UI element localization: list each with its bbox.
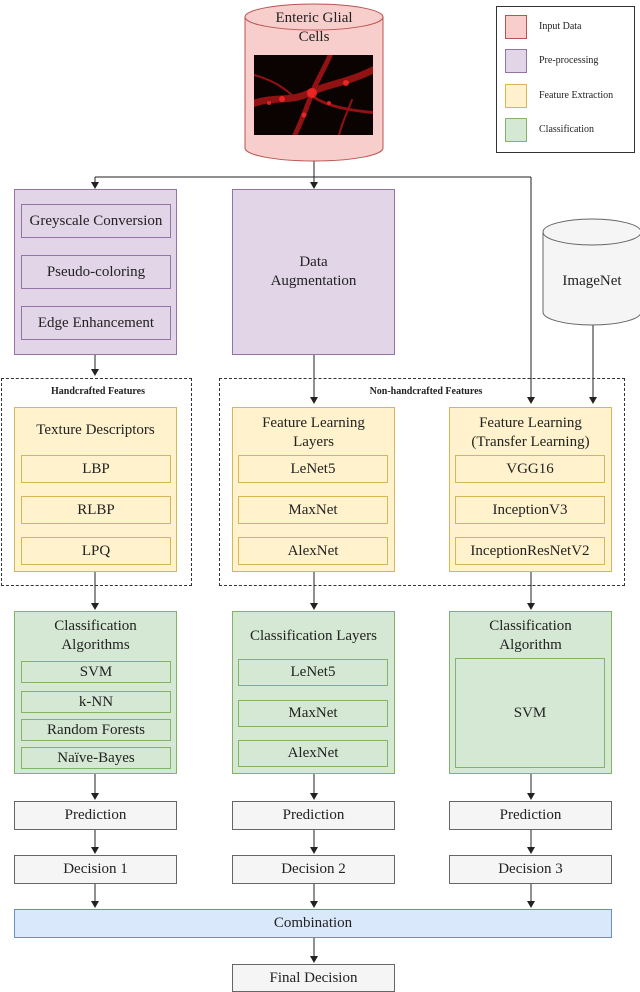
feature-learning-layers-title: Feature Learning Layers [262,415,365,450]
maxnet-class-item: MaxNet [238,700,388,727]
lbp-item: LBP [21,455,171,483]
handcrafted-features-group [1,378,192,586]
alexnet-feature-item: AlexNet [238,537,388,565]
legend-label-feature-extraction: Feature Extraction [539,90,614,101]
pseudo-coloring-step: Pseudo-coloring [21,255,171,289]
lenet5-feature-item: LeNet5 [238,455,388,483]
prediction-3: Prediction [449,801,612,830]
classification-algorithm-title: Classification Algorithm [489,618,572,653]
inceptionresnetv2-item: InceptionResNetV2 [455,537,605,565]
texture-descriptors-title: Texture Descriptors [36,422,155,438]
lenet5-class-item: LeNet5 [238,659,388,686]
data-augmentation-box: Data Augmentation [232,189,395,355]
legend-swatch-preprocessing [505,49,527,73]
legend-swatch-input [505,15,527,39]
alexnet-class-item: AlexNet [238,740,388,767]
decision-1: Decision 1 [14,855,177,884]
imagenet-cylinder [542,218,640,326]
final-decision-box: Final Decision [232,964,395,992]
svm-item: SVM [21,661,171,683]
greyscale-conversion-step: Greyscale Conversion [21,204,171,238]
knn-item: k-NN [21,691,171,713]
prediction-2: Prediction [232,801,395,830]
naive-bayes-item: Naïve-Bayes [21,747,171,769]
imagenet-label: ImageNet [562,273,622,289]
edge-enhancement-step: Edge Enhancement [21,306,171,340]
input-data-title: Enteric Glial Cells [275,10,353,45]
vgg16-item: VGG16 [455,455,605,483]
legend-label-preprocessing: Pre-processing [539,55,599,66]
legend: Input Data Pre-processing Feature Extrac… [496,6,635,153]
decision-2: Decision 2 [232,855,395,884]
classification-layers-title: Classification Layers [249,628,378,644]
inceptionv3-item: InceptionV3 [455,496,605,524]
prediction-1: Prediction [14,801,177,830]
legend-swatch-classification [505,118,527,142]
transfer-learning-title: Feature Learning (Transfer Learning) [471,415,590,450]
maxnet-feature-item: MaxNet [238,496,388,524]
non-handcrafted-features-group [219,378,625,586]
rlbp-item: RLBP [21,496,171,524]
decision-3: Decision 3 [449,855,612,884]
legend-label-classification: Classification [539,124,594,135]
lpq-item: LPQ [21,537,171,565]
random-forests-item: Random Forests [21,719,171,741]
handcrafted-features-label: Handcrafted Features [30,386,166,397]
classification-algorithms-title: Classification Algorithms [54,618,137,653]
glial-cell-image [254,55,373,135]
combination-box: Combination [14,909,612,938]
svm-transfer-item: SVM [455,658,605,768]
non-handcrafted-features-label: Non-handcrafted Features [345,386,507,397]
legend-label-input: Input Data [539,21,582,32]
legend-swatch-feature-extraction [505,84,527,108]
